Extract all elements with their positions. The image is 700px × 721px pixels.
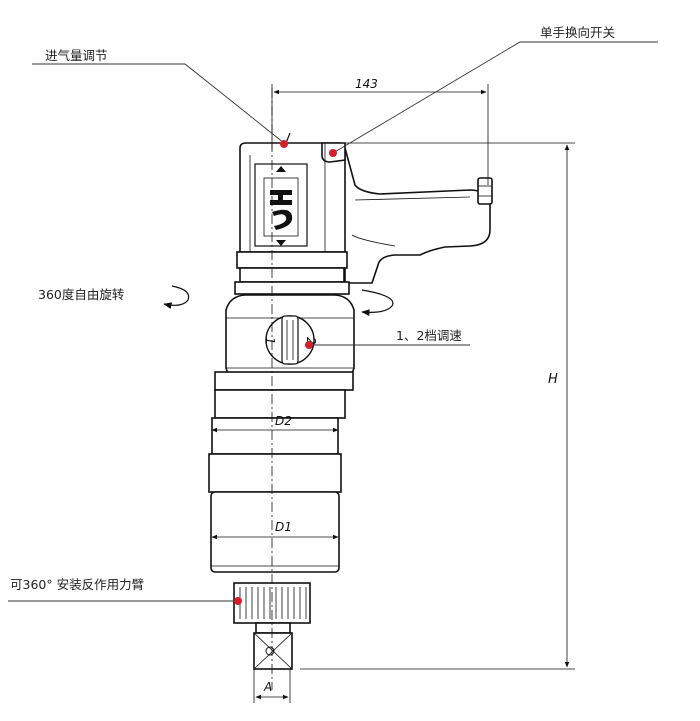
square-drive-cross-2 — [253, 632, 293, 670]
pistol-grip — [329, 144, 491, 284]
neck-ring-1 — [214, 371, 354, 391]
tool-body: 1 2 — [208, 132, 493, 670]
selector-knob[interactable] — [281, 315, 299, 365]
selector-mark-1: 1 — [263, 337, 277, 345]
callout-rotation: 360度自由旋转 — [38, 285, 190, 309]
arrow-up-icon — [276, 166, 286, 172]
neck-ring-2 — [214, 389, 346, 419]
callout-air-regulation-label: 进气量调节 — [45, 48, 108, 63]
dimension-d1: D1 — [211, 520, 339, 540]
dimension-d1-label: D1 — [275, 520, 292, 534]
spline-neck — [255, 622, 291, 634]
arrow-down-icon — [276, 240, 286, 246]
grip-inner-line — [354, 196, 471, 201]
callout-reaction-arm-label: 可360° 安装反作用力臂 — [10, 577, 144, 592]
gearbox-upper — [211, 417, 339, 455]
callout-speed-selector: 1、2档调速 — [305, 328, 470, 349]
callout-reaction-arm: 可360° 安装反作用力臂 — [8, 577, 242, 605]
marker-dot — [234, 597, 242, 605]
marker-dot — [280, 140, 288, 148]
selector-mark-2: 2 — [304, 337, 318, 345]
dimension-a-label: A — [263, 680, 272, 694]
logo-mark-s — [272, 209, 293, 230]
callout-speed-selector-label: 1、2档调速 — [396, 328, 462, 343]
dimension-143: 143 — [271, 77, 489, 185]
logo-mark-e — [270, 190, 292, 205]
callout-reverse-switch: 单手换向开关 — [329, 25, 658, 157]
gearbox-band — [208, 453, 342, 493]
grip-inner-line-2 — [351, 234, 396, 247]
dimension-d2: D2 — [211, 414, 339, 433]
grip-end-cap — [477, 177, 493, 205]
logo-inner — [263, 177, 299, 237]
square-drive-center — [265, 646, 275, 656]
collar-ring-3 — [234, 281, 350, 295]
callout-air-regulation: 进气量调节 — [32, 48, 288, 148]
spline-teeth — [239, 587, 307, 619]
dimension-a: A — [253, 669, 291, 703]
callout-rotation-label: 360度自由旋转 — [38, 287, 124, 302]
dimension-h: H — [300, 142, 575, 670]
collar-ring-2 — [239, 267, 345, 283]
callout-reverse-switch-label: 单手换向开关 — [540, 25, 615, 40]
rotation-symbol-icon — [163, 285, 190, 309]
gearbox-lower — [210, 491, 340, 573]
marker-dot — [329, 149, 337, 157]
dimension-d2-label: D2 — [275, 414, 292, 428]
rotation-arrow-icon — [361, 289, 394, 317]
collar-ring-1 — [236, 251, 348, 269]
dimension-143-label: 143 — [355, 77, 378, 91]
dimension-h-label: H — [548, 372, 558, 387]
marker-dot — [305, 341, 313, 349]
